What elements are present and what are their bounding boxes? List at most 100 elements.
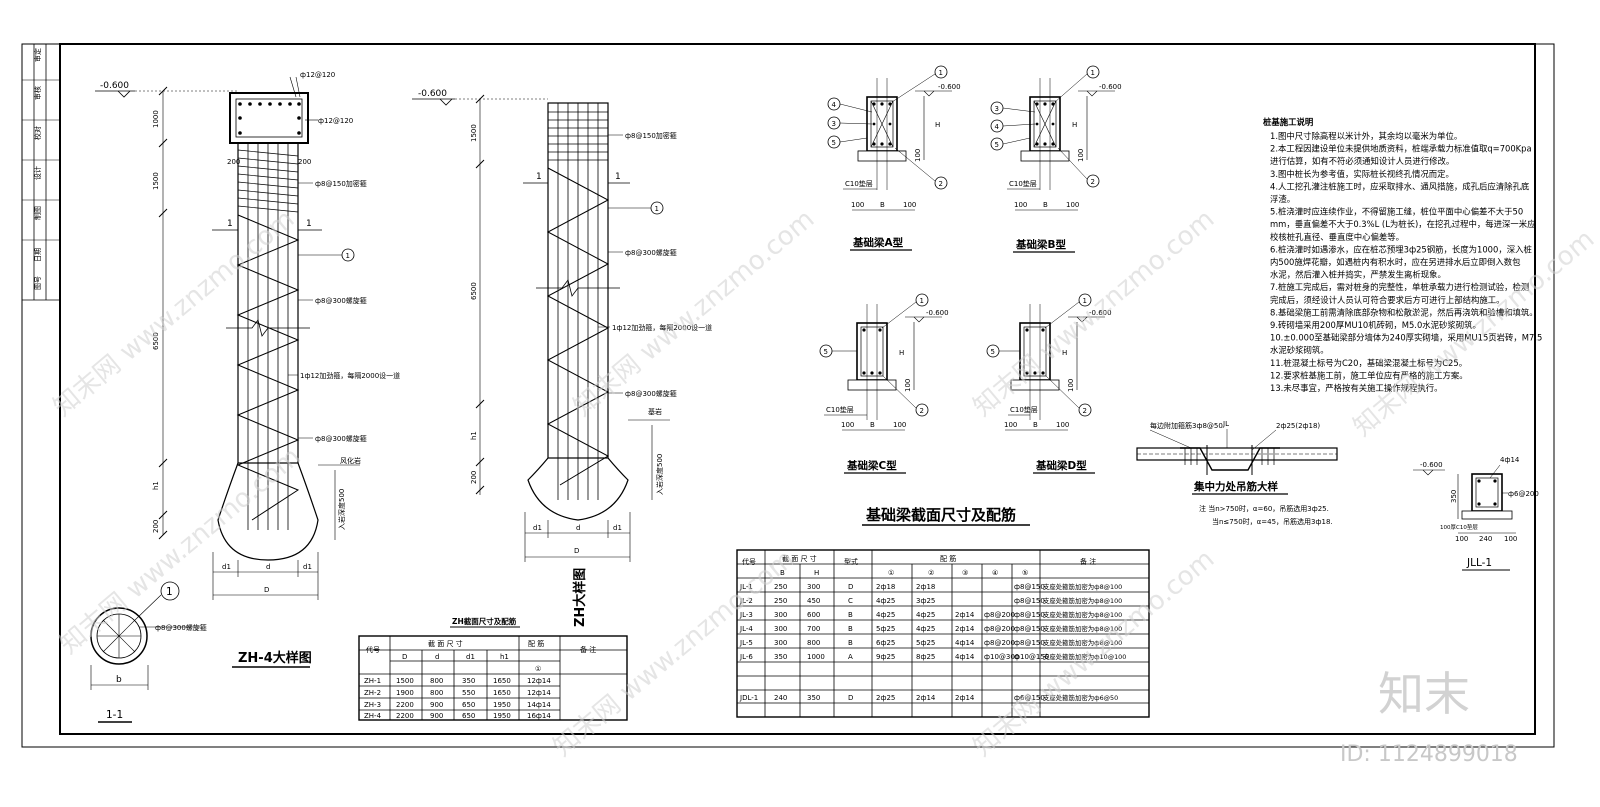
table-cell: 600: [807, 611, 820, 619]
brand-logo: 知末: [1378, 667, 1470, 721]
side-dim-label: 入岩深度500: [337, 489, 346, 530]
table-cell: 3ф25: [916, 597, 935, 605]
table-cell: 16ф14: [527, 712, 551, 720]
table-cell: 4ф25: [916, 625, 935, 633]
sheet-frame: [21, 43, 1555, 748]
beam-title: 基础梁C型: [846, 459, 897, 472]
jll-dim: 100: [1455, 535, 1468, 543]
table-subheader: ③: [962, 569, 968, 577]
table-cell: 450: [807, 597, 820, 605]
base-dim: D: [264, 586, 269, 594]
table-cell: ф8@200: [984, 625, 1015, 633]
table-subheader: d: [435, 653, 439, 661]
beam-h: H: [1062, 349, 1067, 357]
pile-zh-detail: -0.600 1 1 1 ф8@150加密箍 ф8@300螺旋箍 1ф12加劲箍…: [412, 89, 712, 627]
stirrup-label: ф8@300螺旋箍: [625, 248, 677, 257]
note-line: 7.桩施工完成后，需对桩身的完整性，单桩承载力进行检测试验，检测: [1270, 282, 1529, 292]
beam-dim: 100: [1056, 421, 1069, 429]
beam-base: C10垫层: [826, 405, 854, 414]
zh-table-rows: ZH-1 1500 800 350 1650 12ф14 ZH-2 1900 8…: [364, 677, 551, 720]
table-cell: 支座处箍筋加密为ф8@100: [1043, 624, 1122, 633]
section-1-1: 1 ф8@300螺旋箍 b 1-1: [90, 581, 207, 723]
table-cell: 2ф18: [876, 583, 895, 591]
table-cell: 350: [462, 677, 475, 685]
dim-text: 1500: [152, 172, 160, 190]
table-cell: 300: [774, 639, 787, 647]
table-cell: JDL-1: [739, 694, 758, 702]
hanger-label: 每边附加箍筋3ф8@50: [1150, 421, 1223, 430]
construction-notes: 桩基施工说明 1.图中尺寸除高程以米计外，其余均以毫米为单位。 2.本工程因建设单…: [1263, 117, 1542, 393]
rebar-marker: 1: [166, 586, 173, 598]
ring-label: 1ф12加劲箍，每隔2000设一道: [612, 323, 712, 332]
beam-section-a: 1 4 3 5 2 -0.600 H C10垫层 100 B 100 100 基…: [827, 65, 961, 251]
beam-dim: 100: [1004, 421, 1017, 429]
table-cell: 支座处箍筋加密为ф8@100: [1043, 610, 1122, 619]
rebar-marker: 5: [995, 141, 999, 149]
hanger-note: 注 当n>750时，α=60，吊筋选用3ф25.: [1199, 504, 1329, 513]
table-header: 截 面 尺 寸: [428, 639, 463, 648]
table-cell: ZH-2: [364, 689, 381, 697]
note-line: 浮渣。: [1270, 194, 1295, 204]
dim-text: h1: [152, 481, 160, 490]
table-cell: 2200: [396, 712, 414, 720]
table-cell: B: [848, 625, 853, 633]
note-line: 2.本工程因建设单位未提供地质资料，桩端承载力标准值取q=700Kpa: [1270, 144, 1532, 154]
note-line: 11.桩混凝土标号为C20，基础梁混凝土标号为C25。: [1270, 358, 1467, 368]
table-cell: ф6@150: [1014, 694, 1045, 702]
beam-h: H: [899, 349, 904, 357]
note-line: 6.桩浇灌时如遇渗水，应在桩芯预埋3ф25钢筋，长度为1000，深入桩: [1270, 244, 1532, 254]
beam-dim: 100: [903, 201, 916, 209]
notes-title: 桩基施工说明: [1263, 117, 1313, 127]
rebar-marker: 2: [920, 407, 924, 415]
table-cell: JL-2: [739, 597, 753, 605]
note-line: 1.图中尺寸除高程以米计外，其余均以毫米为单位。: [1270, 131, 1462, 141]
zh-table: ZH截面尺寸及配筋 代号 截 面 尺 寸 配 筋 备 注 D d d1 h1 ①…: [358, 616, 628, 721]
base-dim: d: [266, 563, 270, 571]
beam-elev: -0.600: [926, 309, 949, 317]
table-cell: B: [848, 639, 853, 647]
beam-table: 基础梁截面尺寸及配筋 代号 截 面 尺 寸 型式: [736, 506, 1150, 718]
table-cell: 2ф14: [955, 611, 975, 619]
base-dim: d: [576, 524, 580, 532]
table-header: 型式: [844, 557, 858, 566]
table-cell: 1000: [807, 653, 825, 661]
beam-h: H: [935, 121, 940, 129]
hanger-label: JL: [1222, 420, 1229, 428]
title-block-cell: 审定: [33, 48, 42, 62]
beam-elev: -0.600: [938, 83, 961, 91]
side-dim-label: 入岩深度500: [655, 454, 664, 495]
table-cell: ф8@150: [1014, 597, 1045, 605]
cap-dim: 200: [227, 158, 240, 166]
note-line: 内500施焊花瓣，如遇桩内有积水时，应在另进排水后立即倒入数包: [1270, 257, 1521, 267]
hanger-note: 当n≤750时，α=45，吊筋选用3ф18.: [1212, 517, 1333, 526]
jll-title: JLL-1: [1466, 557, 1492, 569]
note-line: 校核桩孔直径、垂直度中心偏差等。: [1270, 232, 1404, 242]
beam-dim: B: [870, 421, 875, 429]
table-cell: 1650: [493, 689, 511, 697]
table-cell: ZH-3: [364, 701, 381, 709]
table-cell: 650: [462, 712, 475, 720]
note-line: 3.图中桩长为参考值，实际桩长视终孔情况而定。: [1270, 169, 1454, 179]
table-header: 截 面 尺 寸: [782, 554, 817, 563]
table-cell: 1500: [396, 677, 414, 685]
table-cell: 4ф14: [955, 639, 975, 647]
title-block-cell: 日期: [34, 248, 42, 262]
image-id: ID: 1124899018: [1340, 742, 1518, 767]
note-line: mm，垂直偏差不大于0.3%L (L为桩长)，在挖孔过程中，每进深一米应: [1270, 219, 1536, 229]
rock-label: 基岩: [648, 407, 662, 416]
beam-bottom-dim: 100: [1077, 149, 1085, 162]
ring-label: 1ф12加劲箍，每隔2000设一道: [300, 371, 400, 380]
dim-text: 6500: [152, 332, 160, 350]
beam-dim: 100: [893, 421, 906, 429]
table-header: 备 注: [580, 645, 596, 654]
table-cell: 700: [807, 625, 820, 633]
diameter-dim: b: [116, 675, 122, 685]
beam-base: C10垫层: [845, 179, 873, 188]
jll-1-detail: -0.600 4ф14 ф6@200 350 100厚C10垫层 100 240…: [1413, 456, 1539, 571]
table-cell: C: [848, 597, 853, 605]
stirrup-label: ф8@300螺旋箍: [315, 296, 367, 305]
table-cell: ф8@150: [1014, 639, 1045, 647]
rebar-marker: 5: [991, 348, 995, 356]
rebar-marker: 2: [1083, 407, 1087, 415]
